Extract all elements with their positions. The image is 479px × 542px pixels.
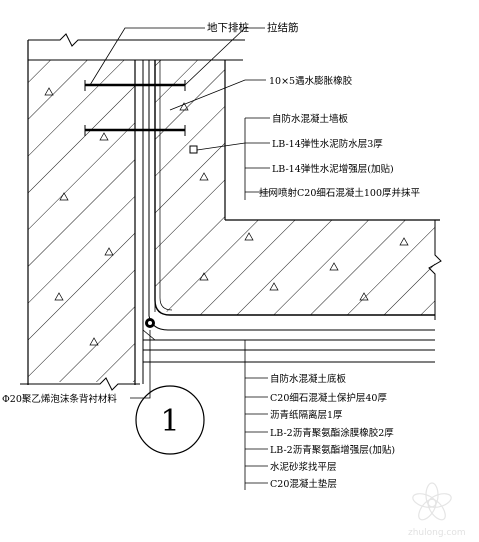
label-tie-bar: 拉结筋 xyxy=(267,21,299,34)
aggregate-marks xyxy=(44,87,409,346)
lower-label-3: 沥青纸隔离层1厚 xyxy=(270,409,343,421)
wall-slab xyxy=(155,60,442,320)
upper-label-5: 挂网喷射C20细石混凝土100厚并抹平 xyxy=(259,187,420,199)
lower-label-5: LB-2沥青聚氨酯增强层(加贴) xyxy=(270,444,395,456)
label-pile: 地下排桩 xyxy=(207,21,249,34)
watermark-text: zhulong.com xyxy=(408,528,466,538)
leader-lines xyxy=(89,27,270,490)
tie-bars xyxy=(84,80,198,154)
lower-label-6: 水泥砂浆找平层 xyxy=(270,461,337,473)
upper-label-4: LB-14弹性水泥增强层(加贴) xyxy=(272,163,394,175)
lower-label-7: C20混凝土垫层 xyxy=(270,478,337,490)
detail-number-circle: 1 xyxy=(135,385,205,455)
upper-label-1: 10×5遇水膨胀橡胶 xyxy=(269,75,353,87)
lower-label-1: 自防水混凝土底板 xyxy=(270,373,347,385)
side-label-foam: Φ20聚乙烯泡沫条背衬材料 xyxy=(2,393,117,405)
lower-label-4: LB-2沥青聚氨酯涂膜橡胶2厚 xyxy=(270,427,394,439)
lower-label-2: C20细石混凝土保护层40厚 xyxy=(270,392,387,404)
sprayed-concrete-layer xyxy=(142,60,156,341)
upper-label-2: 自防水混凝土墙板 xyxy=(272,113,349,125)
swelling-rubber-strip xyxy=(189,145,198,154)
detail-number: 1 xyxy=(160,404,179,439)
upper-label-3: LB-14弹性水泥防水层3厚 xyxy=(272,138,383,150)
pile-wall xyxy=(20,33,245,391)
waterproof-layers xyxy=(142,60,435,384)
watermark-logo: zhulong.com xyxy=(408,482,466,538)
